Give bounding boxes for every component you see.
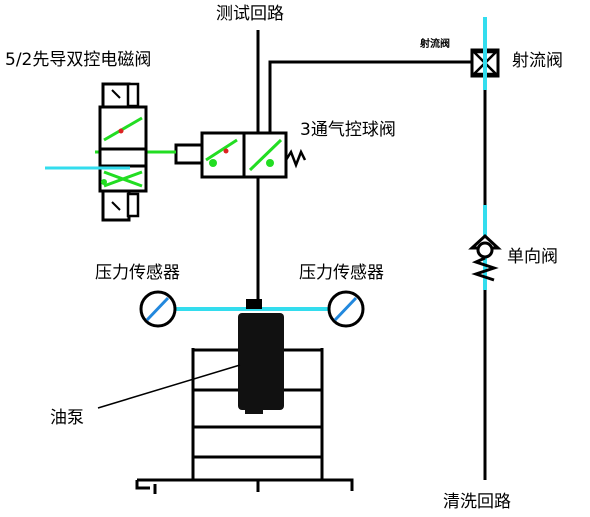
cleaning-loop-label: 清洗回路 xyxy=(443,492,511,512)
jet-valve-label: 射流阀 xyxy=(512,51,563,71)
pressure-gauge-right xyxy=(327,290,365,328)
three-way-ball-valve xyxy=(174,131,307,179)
oil-tank xyxy=(135,348,354,494)
solenoid-valve-label: 5/2先导双控电磁阀 xyxy=(5,50,152,70)
spring-return xyxy=(284,148,307,169)
oil-pump-leader xyxy=(97,364,241,409)
pressure-gauge-left xyxy=(139,290,177,328)
check-valve-label: 单向阀 xyxy=(507,247,558,267)
jet-valve-pipe xyxy=(268,60,472,135)
pressure-sensor-left-label: 压力传感器 xyxy=(95,263,180,283)
oil-pump xyxy=(238,313,284,414)
test-loop-label: 测试回路 xyxy=(216,4,284,24)
pump-connector xyxy=(246,299,262,309)
oil-pump-label: 油泵 xyxy=(50,408,84,428)
pressure-sensor-right-label: 压力传感器 xyxy=(299,263,384,283)
solenoid-valve xyxy=(98,82,148,222)
check-valve xyxy=(468,233,502,282)
three-way-ball-valve-label: 3通气控球阀 xyxy=(300,120,396,140)
jet-valve-small-label: 射流阀 xyxy=(420,39,450,50)
